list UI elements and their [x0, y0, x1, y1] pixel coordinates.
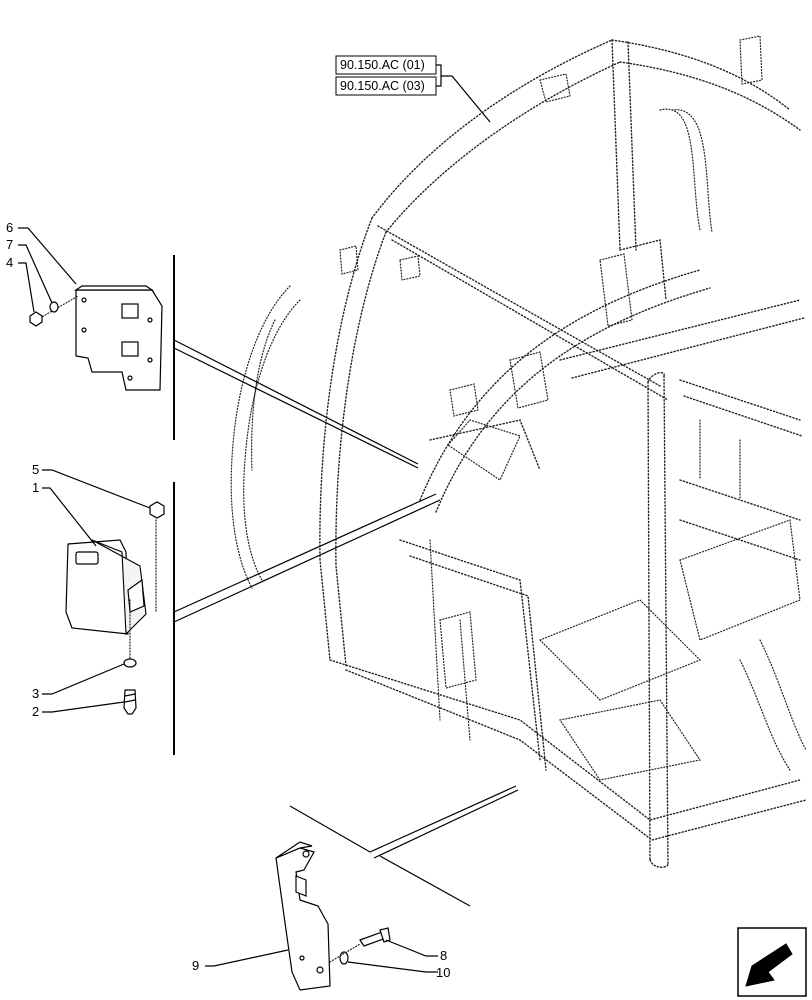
bracket-assembly	[205, 841, 438, 991]
arrow-left-down-icon[interactable]	[737, 927, 807, 997]
callout-4[interactable]: 4	[6, 255, 13, 270]
callout-2[interactable]: 2	[32, 704, 39, 719]
cab-frame	[230, 35, 807, 868]
location-pointers	[173, 339, 519, 907]
bracket	[275, 847, 331, 991]
callout-6[interactable]: 6	[6, 220, 13, 235]
callout-1[interactable]: 1	[32, 480, 39, 495]
washer	[123, 658, 137, 668]
callout-numbers: 6 7 4 5 1 3 2 9 8 10	[6, 220, 450, 980]
cover-plate-assembly	[18, 227, 175, 440]
cover-plate	[75, 289, 163, 391]
callout-8[interactable]: 8	[440, 948, 447, 963]
washer	[49, 301, 59, 313]
callout-9[interactable]: 9	[192, 958, 199, 973]
reference-label[interactable]: 90.150.AC (01)	[340, 58, 425, 72]
reference-label[interactable]: 90.150.AC (03)	[340, 79, 425, 93]
pad-assembly	[42, 469, 175, 755]
callout-3[interactable]: 3	[32, 686, 39, 701]
reference-callouts: 90.150.AC (01) 90.150.AC (03)	[335, 55, 491, 123]
washer	[339, 951, 349, 965]
nut	[149, 501, 165, 519]
callout-10[interactable]: 10	[436, 965, 450, 980]
nut	[29, 311, 43, 327]
callout-5[interactable]: 5	[32, 462, 39, 477]
callout-7[interactable]: 7	[6, 237, 13, 252]
